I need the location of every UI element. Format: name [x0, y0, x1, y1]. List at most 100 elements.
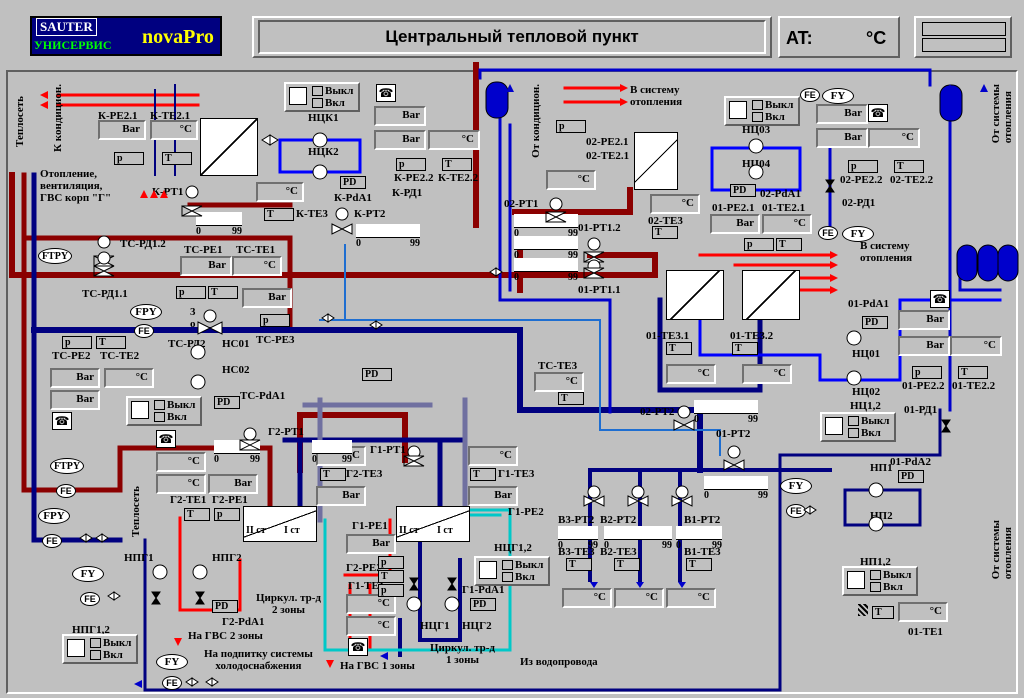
hatch-icon	[858, 604, 868, 616]
fy-hpg[interactable]: FY	[72, 566, 104, 582]
label-k-te22: К-ТЕ2.2	[438, 172, 479, 184]
hpg12-switch-panel[interactable]: Выкл Вкл	[62, 634, 138, 664]
v2-te3-sensor: T	[614, 558, 640, 571]
label-01-pe22: 01-РЕ2.2	[902, 380, 945, 392]
fe-hpg: FE	[80, 592, 100, 606]
fe-g2: FE	[42, 534, 62, 548]
label-g1-pe1-a: Г1-РЕ1	[352, 520, 388, 532]
02-te3-value: °C	[650, 194, 700, 214]
phone-icon[interactable]: ☎	[348, 638, 368, 656]
phone-icon[interactable]: ☎	[930, 290, 950, 308]
label-02-pda1: 02-PdA1	[760, 188, 801, 200]
tc-pe1-value: Bar	[180, 256, 232, 276]
k-te3-value: °C	[256, 182, 304, 202]
g-value-1: °C	[156, 452, 206, 472]
logo-product: novaPro	[142, 26, 214, 48]
label-np12: НП1,2	[860, 556, 891, 568]
switch-icon	[825, 417, 843, 435]
label-nc01: НЦ01	[852, 348, 881, 360]
label-g1-pt1: Г1-РТ1	[370, 444, 406, 456]
g1-te1-value: °C	[346, 594, 396, 614]
tc-pda1-sensor: PD	[214, 396, 240, 409]
label-hcg2: НЦГ2	[462, 620, 492, 632]
label-hcg12: НЦГ1,2	[494, 542, 532, 554]
label-02-pe22: 02-РЕ2.2	[840, 174, 883, 186]
fpy-2[interactable]: FPY	[38, 508, 70, 524]
label-tc-rd11: ТС-РД1.1	[82, 288, 128, 300]
hc-switch-panel[interactable]: Выкл Вкл	[126, 396, 202, 426]
label-g2-pt1: Г2-РТ1	[268, 426, 304, 438]
ftpy-1[interactable]: FTPY	[38, 248, 72, 264]
g2-pe-value: Bar	[316, 486, 366, 506]
label-makeup: На подпитку системы холодоснабжения	[204, 648, 313, 672]
01-te1-sensor: T	[872, 606, 894, 619]
fe-g1: FE	[56, 484, 76, 498]
fy-01[interactable]: FY	[842, 226, 874, 242]
nco34-switch-panel[interactable]: Выкл Вкл	[724, 96, 800, 126]
ftpy-2[interactable]: FTPY	[50, 458, 84, 474]
phone-icon[interactable]: ☎	[52, 412, 72, 430]
label-nc02: НЦ02	[852, 386, 881, 398]
label-01-te1: 01-ТЕ1	[908, 626, 943, 638]
label-01-te32: 01-ТЕ3.2	[730, 330, 774, 342]
heat-exchanger-g2[interactable]: II ст I ст	[243, 506, 317, 542]
label-v3-te3: В3-ТЕ3	[558, 546, 595, 558]
heat-exchanger-01-1[interactable]	[666, 270, 724, 320]
label-g1-pe2: Г1-РЕ2	[508, 506, 544, 518]
v3-te3-sensor: T	[566, 558, 592, 571]
label-tc-pe3: ТС-РЕ3	[256, 334, 295, 346]
nck-switch-panel[interactable]: Выкл Вкл	[284, 82, 360, 112]
g1-pe2-value: Bar	[468, 486, 518, 506]
logo-brand: SAUTER	[36, 18, 97, 36]
label-circ1: Циркул. тр-д 1 зоны	[430, 642, 495, 666]
nc12-switch-panel[interactable]: Выкл Вкл	[820, 412, 896, 442]
k-pda1-sensor: PD	[340, 176, 366, 189]
label-from-water: Из водопровода	[520, 656, 598, 668]
heat-exchanger-g1[interactable]: II ст I ст	[396, 506, 470, 542]
fy-02[interactable]: FY	[822, 88, 854, 104]
np12-switch-panel[interactable]: Выкл Вкл	[842, 566, 918, 596]
02-value-3: Bar	[816, 128, 868, 148]
switch-icon	[131, 401, 149, 419]
fe-02: FE	[800, 88, 820, 102]
g2-te1-sensor: T	[184, 508, 210, 521]
label-02-te22: 02-ТЕ2.2	[890, 174, 934, 186]
01-pda1-sensor: PD	[862, 316, 888, 329]
tc-pe2-value: Bar	[50, 368, 100, 388]
nav-button-up[interactable]	[922, 22, 1006, 36]
label-g2-pe1: Г2-РЕ1	[212, 494, 248, 506]
label-01-pt11: 01-РТ1.1	[578, 284, 621, 296]
label-v2-pt2: В2-РТ2	[600, 514, 637, 526]
logo-company: УНИСЕРВИС	[34, 38, 112, 52]
01-te21-value: °C	[762, 214, 812, 234]
fy-makeup[interactable]: FY	[156, 654, 188, 670]
phone-icon[interactable]: ☎	[156, 430, 176, 448]
heat-exchanger-01-2[interactable]	[742, 270, 800, 320]
nav-button-down[interactable]	[922, 38, 1006, 52]
g2-stage1-label: I ст	[284, 525, 300, 536]
label-tc-pda1: ТС-PdA1	[240, 390, 286, 402]
heat-exchanger-k[interactable]	[200, 118, 258, 176]
phone-icon[interactable]: ☎	[868, 104, 888, 122]
label-k-pe22: К-РЕ2.2	[394, 172, 434, 184]
label-g2-te1: Г2-ТЕ1	[170, 494, 207, 506]
label-v1-te3: В1-ТЕ3	[684, 546, 721, 558]
label-v1-pt2: В1-РТ2	[684, 514, 721, 526]
label-nc04: НЦ04	[742, 158, 771, 170]
g1-te3-value: °C	[468, 446, 518, 466]
g2-pe2-sensor: p	[378, 584, 404, 597]
heat-exchanger-02[interactable]	[634, 132, 678, 190]
label-v2-te3: В2-ТЕ3	[600, 546, 637, 558]
fpy-1[interactable]: FPY	[130, 304, 162, 320]
label-01-te21: 01-ТЕ2.1	[762, 202, 806, 214]
fy-np[interactable]: FY	[780, 478, 812, 494]
tc-te2-sensor: T	[96, 336, 126, 349]
k-value-3: Bar	[374, 130, 426, 150]
hcg12-switch-panel[interactable]: Выкл Вкл	[474, 556, 550, 586]
phone-icon[interactable]: ☎	[376, 84, 396, 102]
label-g1-te3: Г1-ТЕ3	[498, 468, 535, 480]
